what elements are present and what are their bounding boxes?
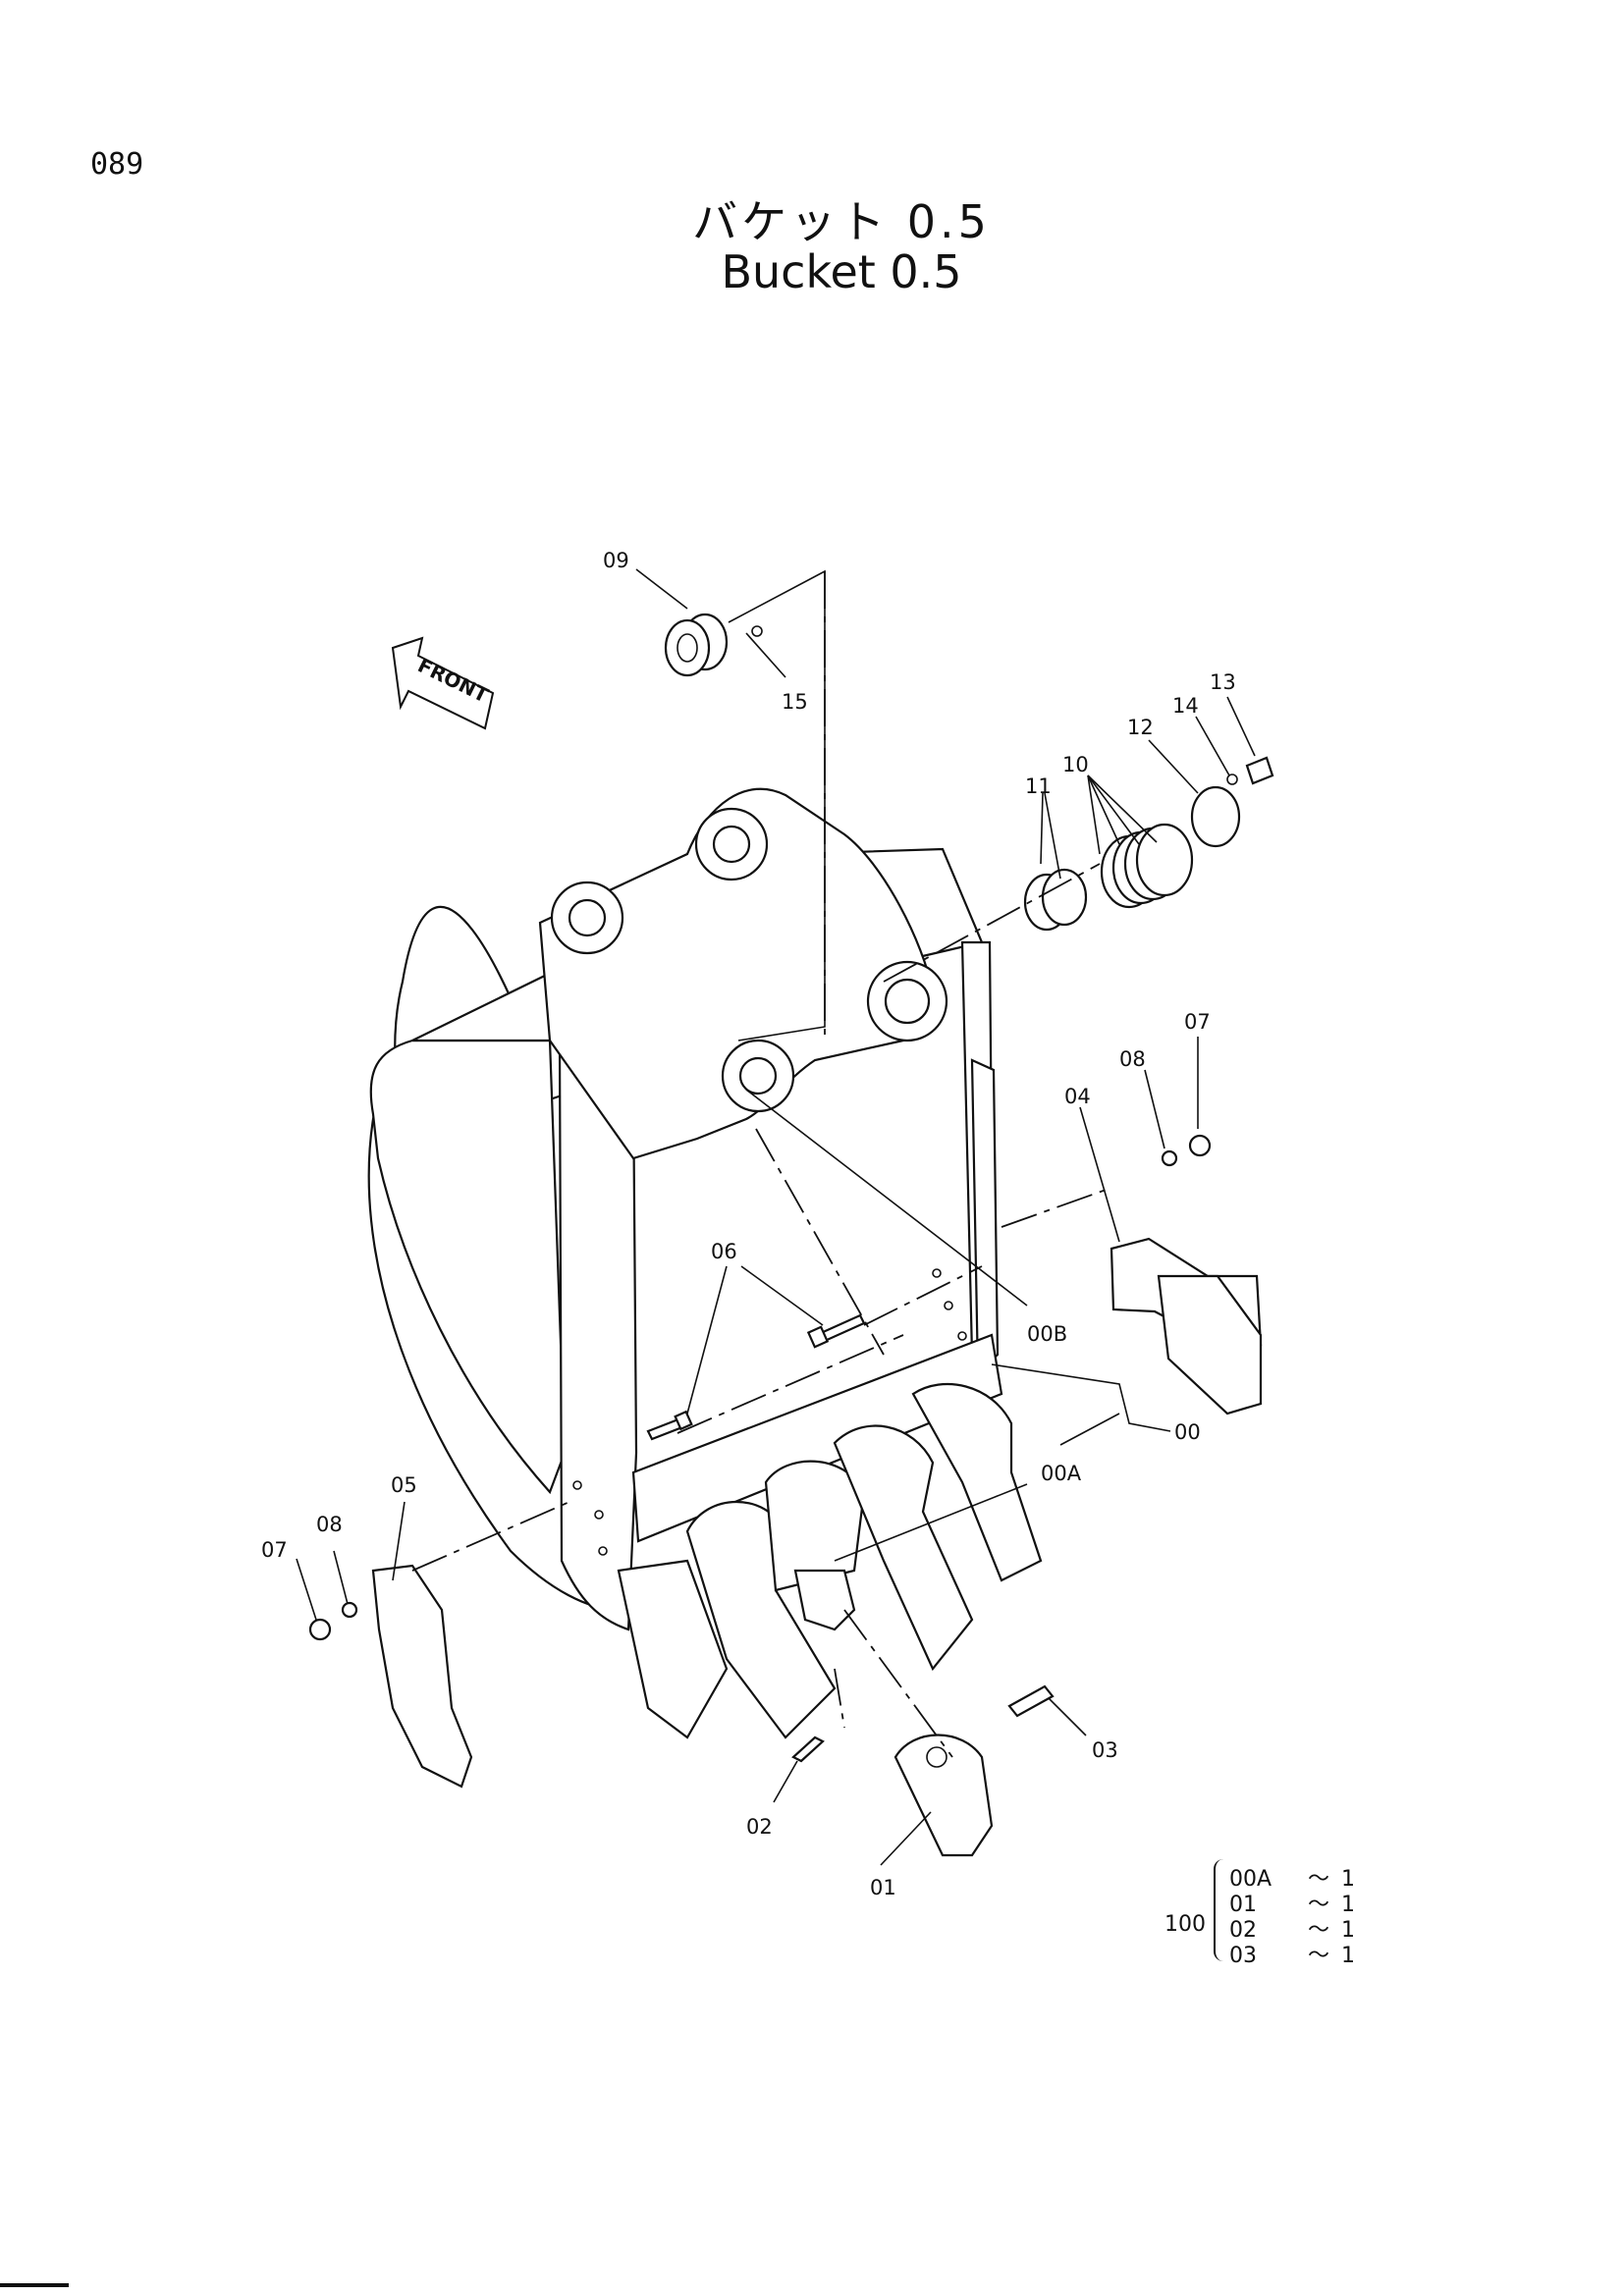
callout-15: 15	[782, 690, 808, 714]
title-english: Bucket 0.5	[721, 245, 962, 298]
callout-00: 00	[1174, 1420, 1201, 1444]
callout-11: 11	[1025, 774, 1052, 798]
callout-labels: 09 15 13 14 12 10 11 07 08 04 06 00B 00 …	[261, 549, 1236, 1899]
callout-01: 01	[870, 1876, 896, 1899]
washer-08-left	[341, 1601, 358, 1619]
bucket-teeth	[617, 1382, 1043, 1739]
callout-08-left: 08	[316, 1513, 343, 1536]
grease-fitting-15	[751, 625, 763, 637]
callout-05: 05	[391, 1473, 417, 1497]
legend-row: 03～1	[1229, 1938, 1355, 1968]
callout-13: 13	[1210, 670, 1236, 694]
callout-08-right: 08	[1119, 1047, 1146, 1071]
side-cutter-04	[1110, 1237, 1263, 1415]
tilde-glyph: ～	[1308, 1918, 1330, 1943]
legend-row: 01～1	[1229, 1887, 1355, 1917]
bolts-06	[646, 1313, 866, 1441]
footer-rule	[0, 2283, 69, 2287]
legend-rows: 00A～1 01～1 02～1 03～1	[1229, 1861, 1355, 1968]
bushing-09	[664, 613, 729, 677]
callout-04: 04	[1064, 1085, 1091, 1108]
lock-pin-02	[791, 1735, 825, 1763]
callout-02: 02	[746, 1815, 773, 1839]
nut-07-right	[1188, 1134, 1212, 1157]
callout-09: 09	[603, 549, 629, 572]
plate-12	[1190, 785, 1241, 848]
callout-03: 03	[1092, 1738, 1118, 1762]
page-number: 089	[90, 147, 144, 182]
shims-10-11	[1023, 823, 1194, 932]
leader-lines	[296, 568, 1256, 1866]
callout-00A: 00A	[1041, 1462, 1082, 1485]
callout-10: 10	[1062, 753, 1089, 776]
front-arrow-icon: FRONT	[391, 636, 495, 730]
callout-07-left: 07	[261, 1538, 288, 1562]
title-japanese: バケット 0.5	[692, 195, 991, 248]
tilde-glyph: ～	[1308, 1867, 1330, 1892]
callout-07-right: 07	[1184, 1010, 1211, 1034]
assembly-code: 100	[1164, 1912, 1206, 1937]
washer-14	[1226, 774, 1238, 785]
tilde-glyph: ～	[1308, 1893, 1330, 1917]
callout-14: 14	[1172, 694, 1199, 718]
tilde-glyph: ～	[1308, 1944, 1330, 1968]
washer-08-right	[1161, 1149, 1178, 1167]
lock-03	[1007, 1684, 1055, 1718]
legend-row: 02～1	[1229, 1912, 1355, 1943]
callout-12: 12	[1127, 716, 1154, 739]
legend-brace	[1214, 1859, 1229, 1961]
callout-06: 06	[711, 1240, 737, 1263]
callout-00B: 00B	[1027, 1322, 1067, 1346]
legend-row: 00A～1	[1229, 1861, 1355, 1892]
bucket-body	[367, 787, 1003, 1631]
nut-07-left	[308, 1618, 332, 1641]
tooth-01	[893, 1734, 994, 1857]
bolt-13	[1245, 756, 1274, 785]
side-cutter-05	[371, 1564, 473, 1789]
